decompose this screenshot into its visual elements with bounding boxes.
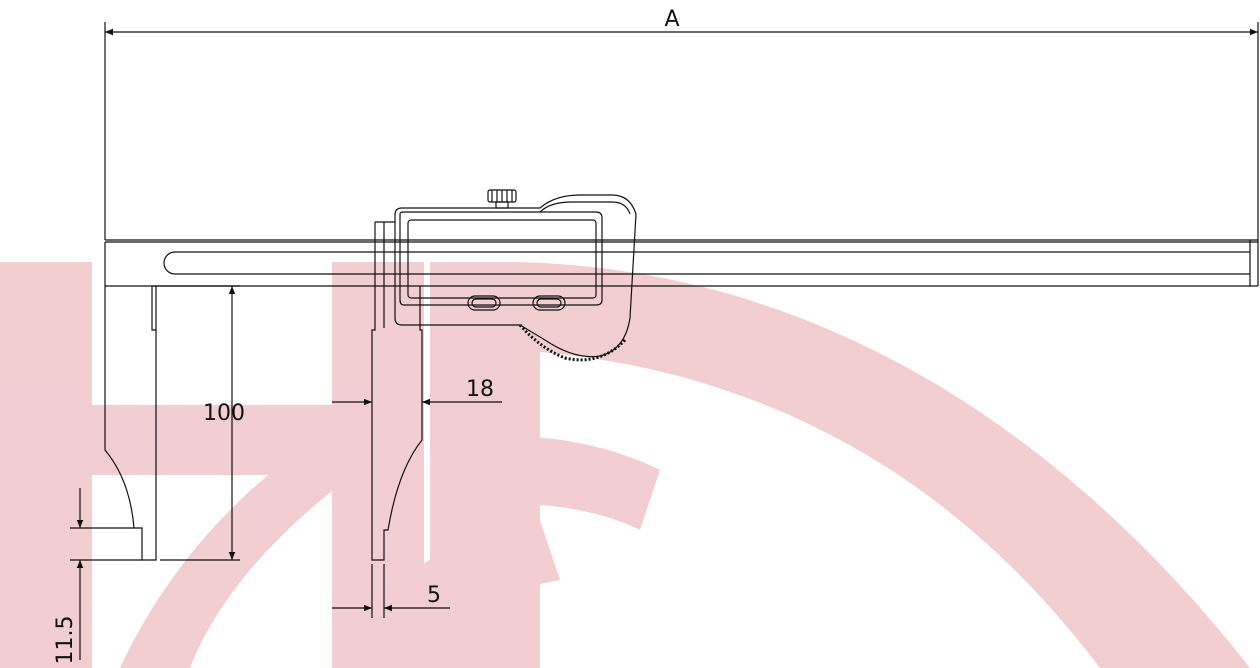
logo-watermark (0, 262, 1250, 668)
dimension-step-height-label: 11.5 (53, 616, 78, 665)
dimension-tip-width-label: 5 (427, 583, 441, 608)
caliper-outline (104, 22, 1259, 561)
dimension-jaw-width-label: 18 (466, 377, 494, 402)
dimension-a-label: A (664, 7, 679, 32)
dimension-lines (70, 28, 1258, 660)
dimension-jaw-depth-label: 100 (203, 401, 245, 426)
